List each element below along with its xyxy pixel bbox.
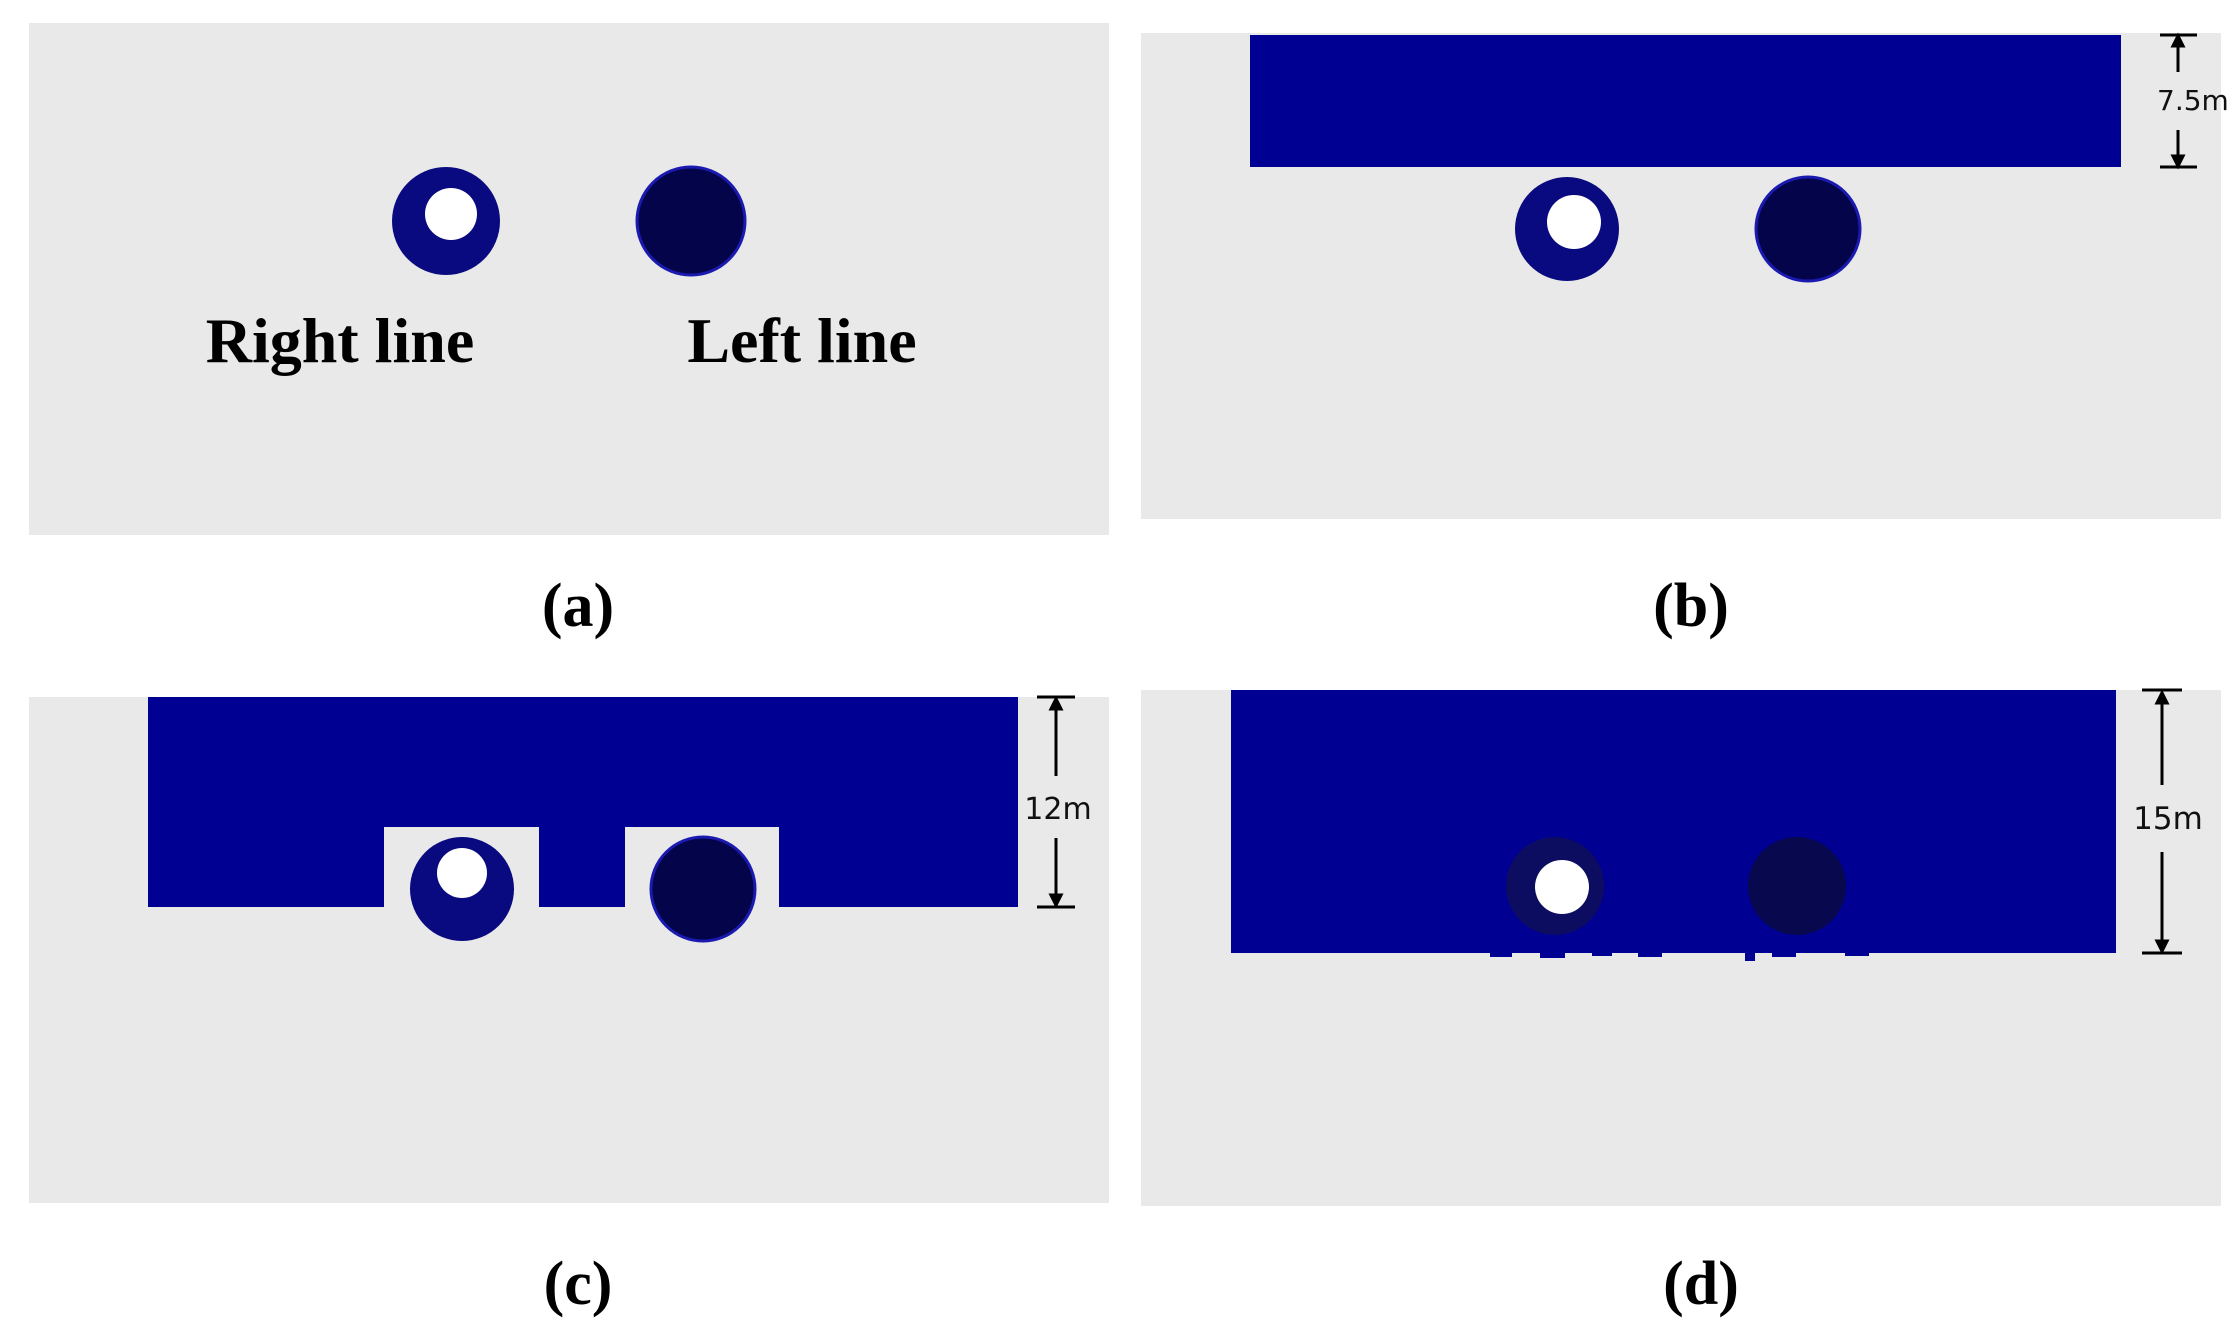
soil-block-12m [148,697,1018,907]
left-line-tunnel [1748,837,1846,935]
panel-a-background [29,23,1109,535]
dimension-label-12m: 12m [1024,792,1091,827]
right-line-label: Right line [206,305,474,376]
left-line-label: Left line [687,305,916,376]
panel-d: 15m [1231,688,2203,961]
right-line-tunnel-hole [425,188,477,240]
caption-c: (c) [543,1250,613,1318]
block-bottom-irregular-edge [1490,951,1869,961]
left-line-tunnel [649,835,757,943]
soil-block-15m [1231,690,2116,953]
dimension-label-7-5m: 7.5m [2157,84,2229,117]
left-line-tunnel [635,165,747,277]
caption-b: (b) [1653,572,1729,640]
right-line-tunnel-hole [437,848,487,898]
dimension-label-15m: 15m [2133,801,2203,837]
panel-b: 7.5m [1250,32,2229,283]
panel-a: Right line Left line [206,165,917,376]
caption-d: (d) [1663,1250,1739,1318]
caption-a: (a) [541,572,615,640]
soil-block-7-5m [1250,35,2121,167]
panel-c: 12m [148,695,1092,943]
left-line-tunnel [1754,175,1862,283]
right-line-tunnel-hole [1547,195,1601,249]
right-line-tunnel-hole [1535,860,1589,914]
